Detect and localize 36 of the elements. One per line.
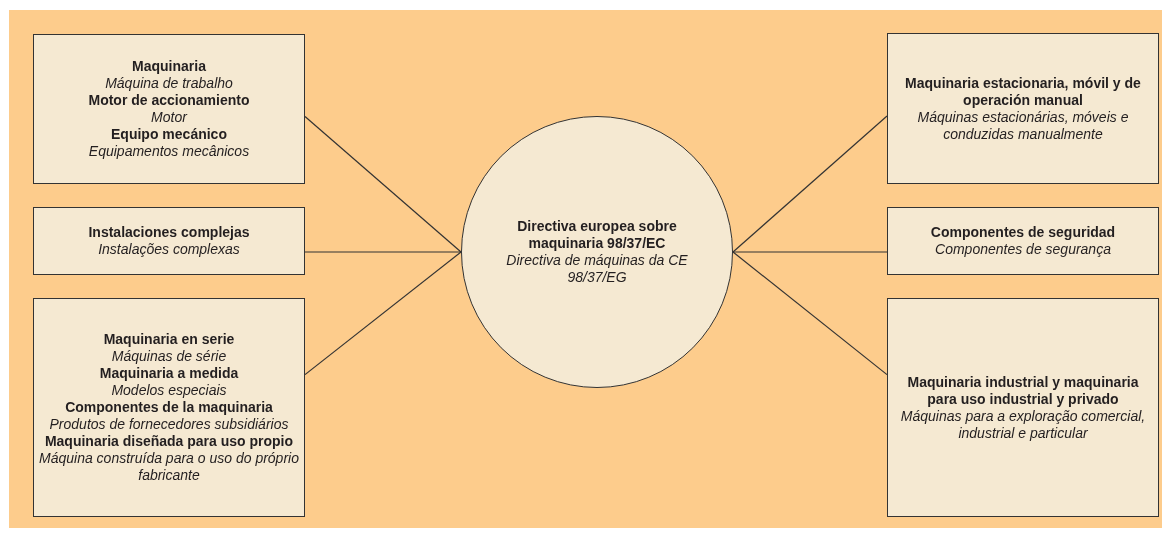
spanish-term: Maquinaria estacionaria, móvil y de operación manual — [904, 74, 1142, 109]
spanish-term: Maquinaria a medida — [99, 365, 239, 382]
portuguese-term: Componentes de segurança — [935, 241, 1111, 258]
spanish-term: Maquinaria diseñada para uso propio — [44, 433, 294, 450]
portuguese-term: Modelos especiais — [111, 382, 227, 399]
portuguese-term: Máquinas estacionárias, móveis e conduzidas manualmente — [916, 108, 1130, 143]
category-box — [33, 34, 305, 184]
spanish-term: Directiva europea sobre maquinaria 98/37/EC — [516, 218, 678, 252]
spanish-term: Componentes de seguridad — [930, 224, 1116, 241]
connector-line — [732, 251, 888, 253]
spanish-term: Equipo mecánico — [111, 126, 227, 143]
connector-line — [304, 115, 462, 253]
portuguese-term: Directiva de máquinas da CE 98/37/EG — [505, 252, 689, 286]
category-box — [887, 33, 1159, 184]
portuguese-term: Instalações complexas — [98, 241, 240, 258]
portuguese-term: Equipamentos mecânicos — [88, 143, 250, 160]
portuguese-term: Motor — [151, 109, 187, 126]
portuguese-term: Máquina de trabalho — [105, 75, 233, 92]
category-box — [887, 298, 1159, 517]
spanish-term: Maquinaria en serie — [103, 331, 235, 348]
connector-line — [732, 251, 888, 376]
portuguese-term: Produtos de fornecedores subsidiários — [49, 416, 289, 433]
portuguese-term: Máquinas para a exploração comercial, industrial e particular — [899, 407, 1147, 442]
spanish-term: Componentes de la maquinaria — [65, 399, 273, 416]
connector-line — [304, 251, 462, 376]
portuguese-term: Máquinas de série — [111, 348, 227, 365]
connector-line — [732, 115, 888, 253]
category-box — [887, 207, 1159, 275]
spanish-term: Maquinaria — [132, 58, 206, 75]
spanish-term: Instalaciones complejas — [88, 224, 250, 241]
connector-line — [304, 251, 462, 253]
category-box — [33, 207, 305, 275]
portuguese-term: Máquina construída para o uso do próprio fabricante — [38, 450, 300, 484]
category-box — [33, 298, 305, 517]
spanish-term: Maquinaria industrial y maquinaria para uso industrial y privado — [906, 373, 1140, 408]
spanish-term: Motor de accionamiento — [88, 92, 250, 109]
